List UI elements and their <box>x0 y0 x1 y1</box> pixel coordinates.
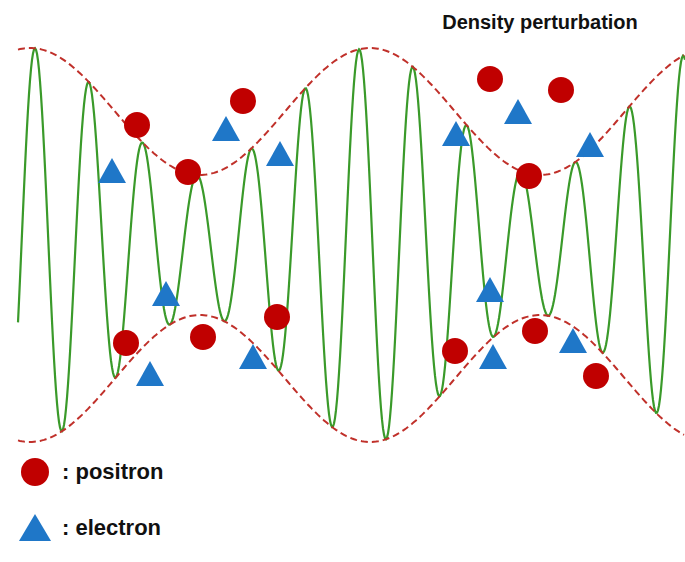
electron-triangle <box>152 281 180 306</box>
electron-triangle <box>442 121 470 146</box>
particles <box>98 66 609 389</box>
wave <box>18 48 685 442</box>
positron-dot <box>583 363 609 389</box>
positron-dot <box>264 304 290 330</box>
positron-dot <box>124 112 150 138</box>
positron-dot <box>522 318 548 344</box>
electron-triangle <box>576 132 604 157</box>
electron-triangle <box>559 328 587 353</box>
positron-dot <box>175 159 201 185</box>
electron-triangle <box>266 141 294 166</box>
title: Density perturbation <box>442 11 638 34</box>
electron-triangle <box>504 99 532 124</box>
positron-symbol <box>21 458 49 486</box>
legend-label: : positron <box>62 459 163 485</box>
electron-triangle <box>212 116 240 141</box>
envelope-curve <box>18 315 684 442</box>
positron-dot <box>113 330 139 356</box>
electron-triangle <box>479 344 507 369</box>
positron-dot <box>548 77 574 103</box>
legend-label: : electron <box>62 515 161 541</box>
electron-triangle <box>98 158 126 183</box>
positron-dot <box>230 88 256 114</box>
positron-dot <box>442 338 468 364</box>
envelope-curve <box>18 48 684 175</box>
carrier-wave <box>18 48 685 439</box>
positron-dot <box>516 163 542 189</box>
electron-triangle <box>476 277 504 302</box>
electron-triangle <box>239 344 267 369</box>
positron-dot <box>477 66 503 92</box>
electron-symbol <box>19 514 51 541</box>
positron-dot <box>190 324 216 350</box>
electron-triangle <box>136 361 164 386</box>
